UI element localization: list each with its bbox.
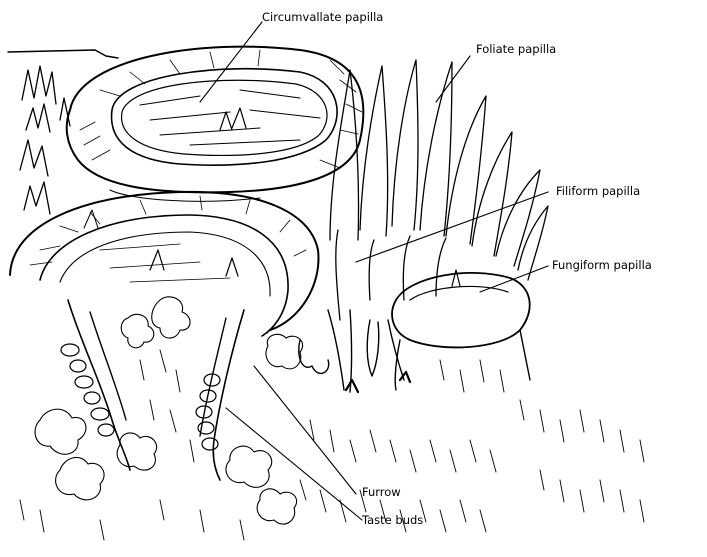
- fungiform-papilla-drawing: [392, 270, 530, 390]
- leader-circumvallate: [200, 22, 262, 102]
- deep-tissue-strokes: [20, 350, 644, 540]
- label-taste-buds: Taste buds: [362, 515, 423, 527]
- label-circumvallate-papilla: Circumvallate papilla: [262, 12, 383, 24]
- gland-tissue: [35, 297, 303, 524]
- leader-filiform: [356, 192, 548, 262]
- label-foliate-papilla: Foliate papilla: [476, 44, 556, 56]
- label-filiform-papilla: Filiform papilla: [556, 186, 640, 198]
- circumvallate-papilla-drawing: [67, 47, 364, 202]
- leader-foliate: [436, 56, 470, 102]
- left-filiform-tufts: [20, 66, 70, 214]
- label-furrow: Furrow: [362, 487, 401, 499]
- label-fungiform-papilla: Fungiform papilla: [552, 260, 652, 272]
- leader-taste-buds: [226, 408, 362, 520]
- taste-bud-clusters: [61, 344, 220, 450]
- leader-fungiform: [480, 266, 548, 292]
